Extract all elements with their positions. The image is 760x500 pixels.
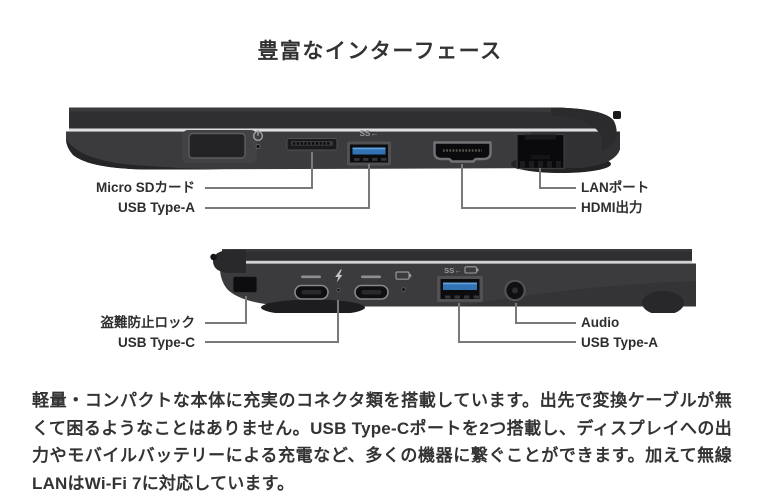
label-audio: Audio: [581, 315, 620, 330]
callout-line-usb-a-2-horizontal: [460, 341, 576, 343]
battery-icon: [395, 271, 412, 280]
power-led: [255, 144, 261, 149]
callout-line-usb-c-horizontal: [205, 341, 339, 343]
callout-line-usb-c-vertical: [337, 300, 339, 343]
micro-sd-slot: [286, 138, 338, 151]
callout-line-audio-horizontal: [517, 322, 576, 324]
usb-c-port-2: [354, 284, 389, 300]
callout-line-micro-sd-vertical: [311, 152, 313, 189]
battery-led: [401, 287, 406, 292]
callout-line-lan-vertical: [539, 168, 541, 189]
callout-line-lock-horizontal: [205, 322, 247, 324]
label-lan-port: LANポート: [581, 180, 650, 195]
laptop-lid: [69, 107, 616, 129]
lightning-bolt-icon: [335, 269, 343, 283]
label-hdmi-output: HDMI出力: [581, 200, 643, 215]
power-button: [182, 130, 257, 163]
usb-a-port-2: [437, 276, 483, 302]
callout-line-hdmi-horizontal: [463, 207, 576, 209]
callout-line-usb-a-horizontal: [205, 207, 370, 209]
description-paragraph: 軽量・コンパクトな本体に充実のコネクタ類を搭載しています。出先で変換ケーブルが無…: [32, 391, 732, 493]
usb-superspeed-badge-icon-2: SS←: [444, 266, 462, 275]
usb-a-port: [347, 141, 391, 166]
callout-line-audio-vertical: [515, 303, 517, 324]
callout-line-lan-horizontal: [541, 187, 576, 189]
hinge-2: [210, 250, 246, 273]
label-usb-type-a-1: USB Type-A: [117, 200, 195, 215]
label-micro-sd: Micro SDカード: [95, 180, 195, 195]
usb-superspeed-badge-icon: SS←: [359, 129, 378, 138]
label-usb-type-a-2: USB Type-A: [581, 335, 659, 350]
section-title: 豊富なインターフェース: [257, 40, 503, 63]
kensington-lock-slot: [232, 276, 258, 293]
usb-c-port-1: [294, 284, 329, 300]
lan-port: [516, 133, 565, 170]
hdmi-port: [433, 141, 492, 163]
callout-line-usb-a-2-vertical: [458, 303, 460, 343]
lid-divider-line-2: [226, 260, 692, 263]
charge-led: [336, 288, 341, 292]
usb-c-dash-icon-1: [301, 275, 321, 279]
label-security-lock: 盗難防止ロック: [100, 315, 196, 330]
laptop-right-side-image: SS←: [66, 107, 621, 173]
usb-c-dash-icon-2: [361, 275, 381, 279]
hinge: [551, 107, 621, 151]
callout-line-usb-a-vertical: [368, 164, 370, 209]
power-icon: [253, 129, 263, 142]
label-usb-type-c: USB Type-C: [117, 335, 195, 350]
callout-line-lock-vertical: [245, 296, 247, 324]
battery-charge-badge-icon: [464, 266, 479, 274]
audio-jack: [504, 279, 526, 302]
callout-line-hdmi-vertical: [461, 164, 463, 209]
laptop-lid-2: [222, 249, 692, 262]
laptop-left-side-image: SS←: [210, 249, 696, 313]
lid-divider-line: [69, 128, 616, 132]
callout-line-micro-sd-horizontal: [205, 187, 313, 189]
